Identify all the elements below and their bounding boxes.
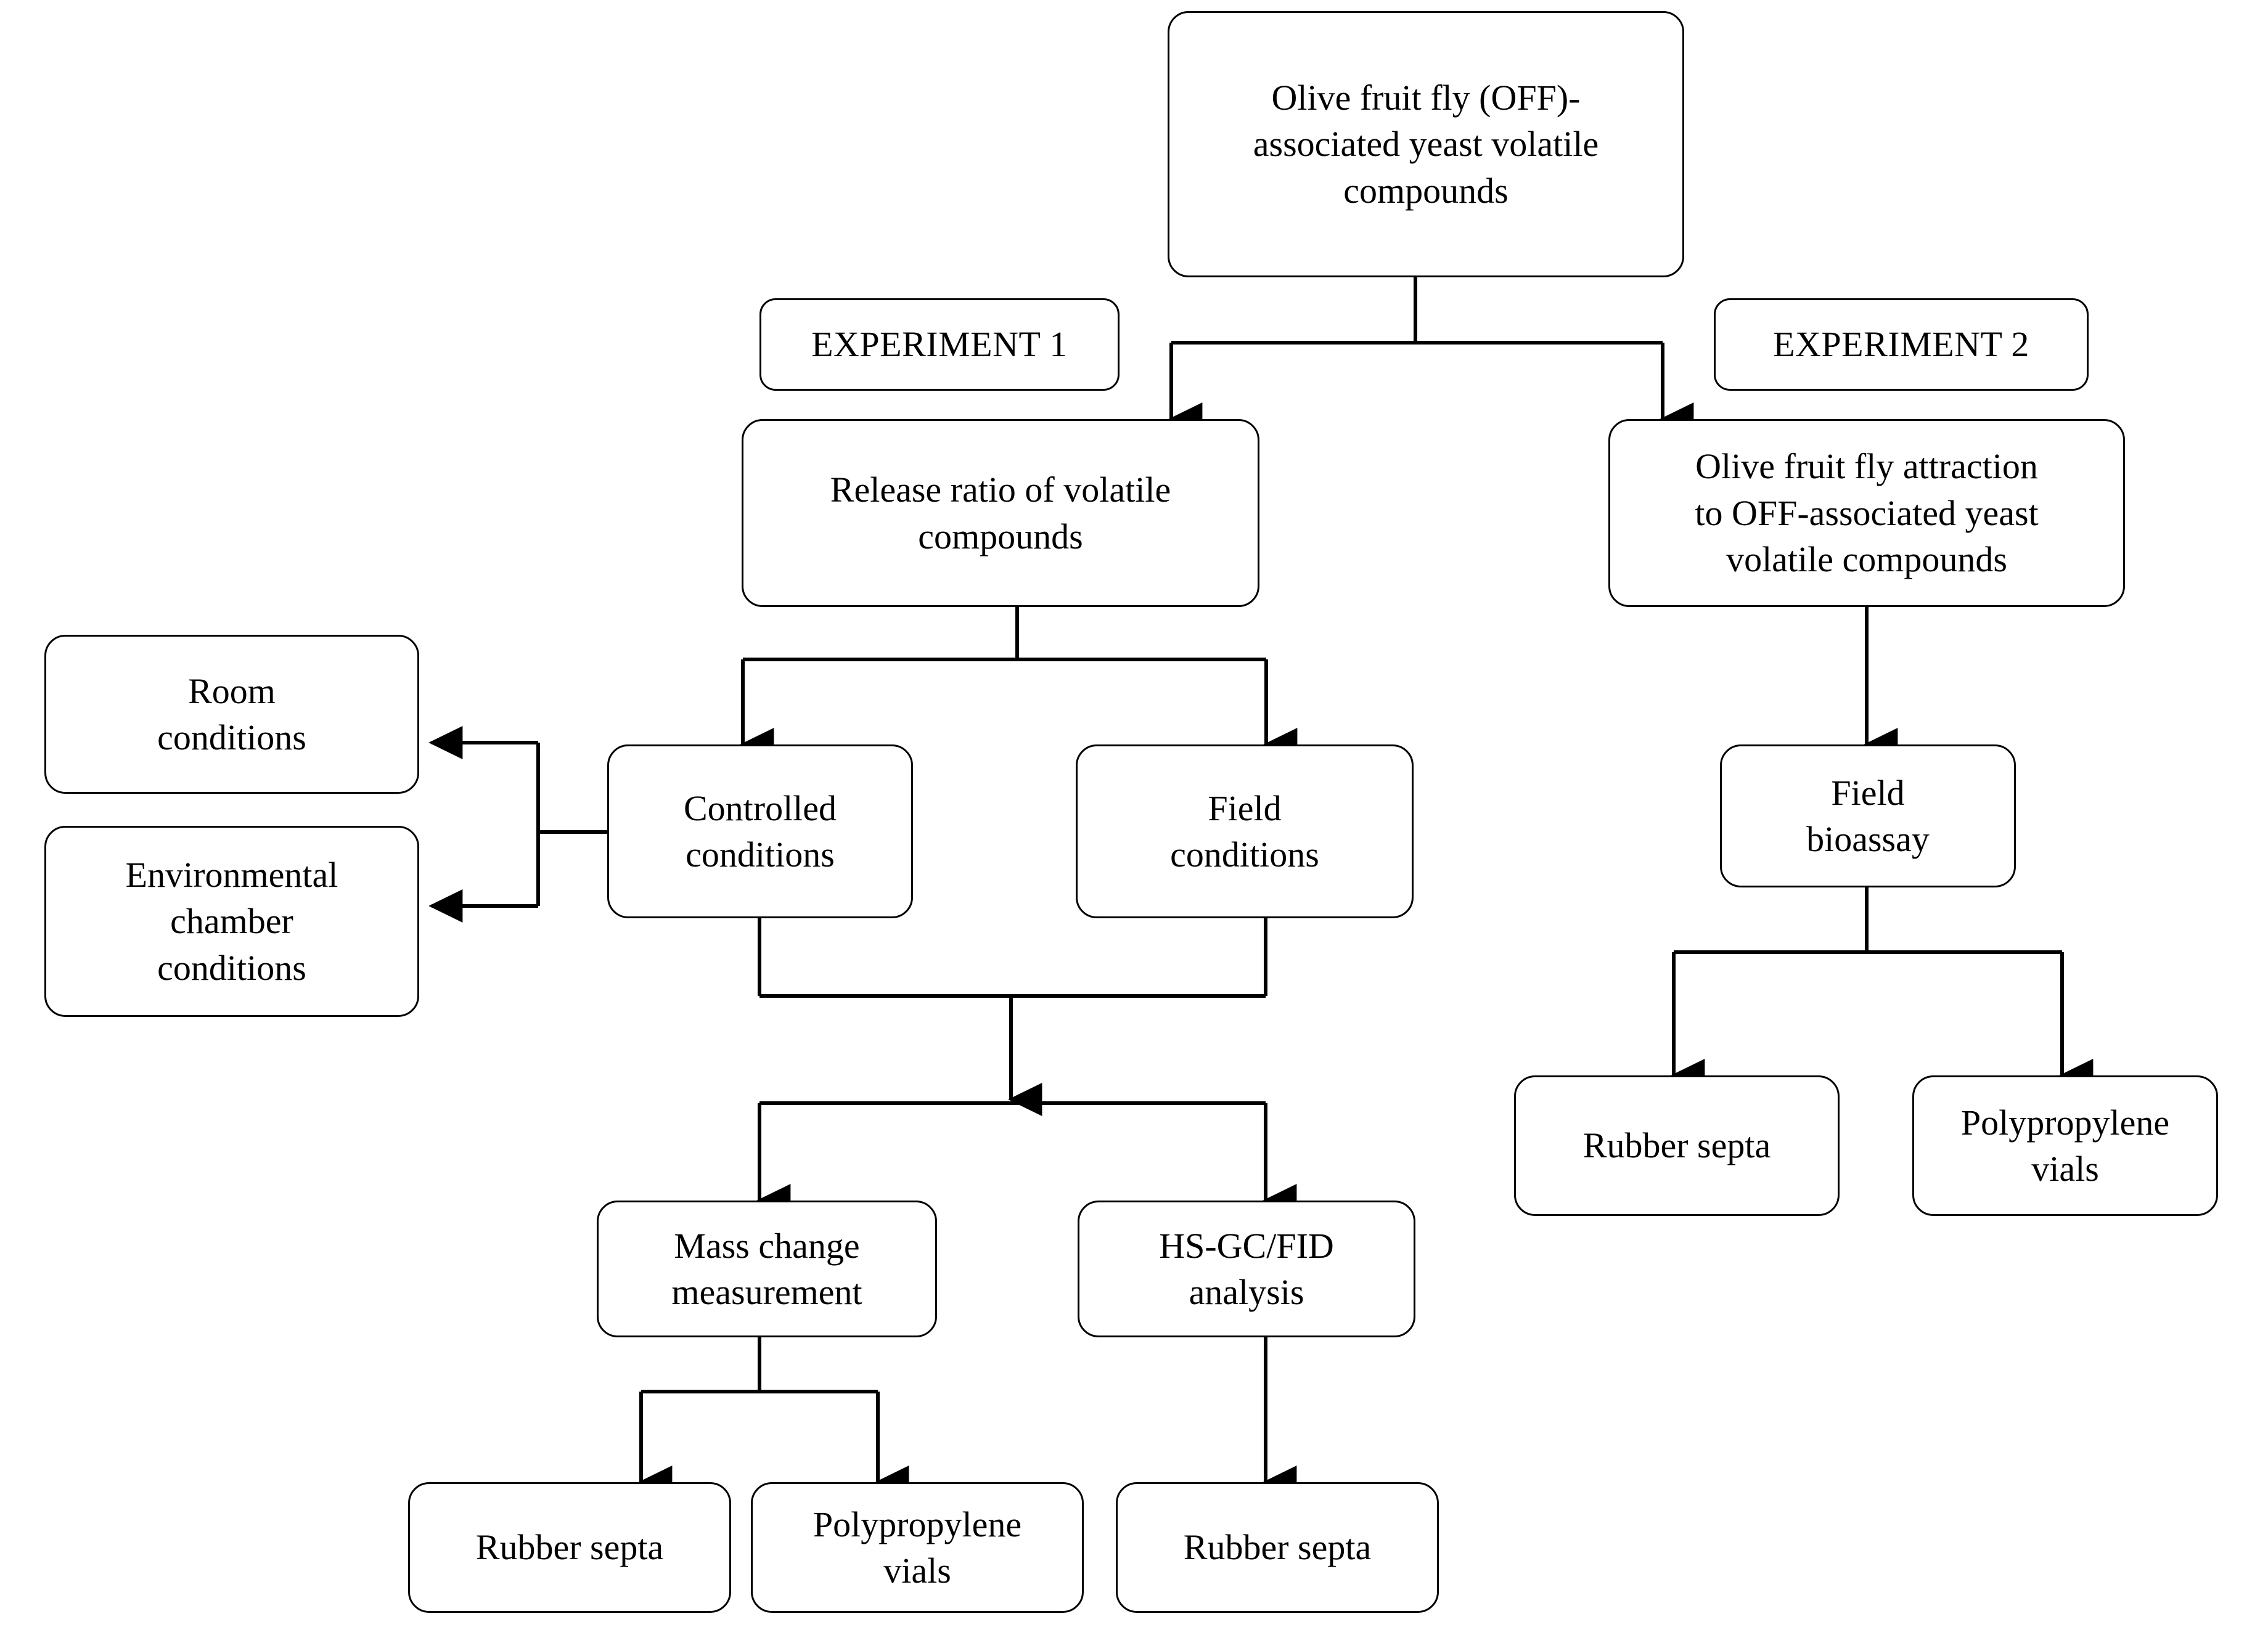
node-mass-rubber-septa-label: Rubber septa (475, 1527, 664, 1568)
node-controlled-conditions[interactable]: Controlled conditions (607, 744, 913, 918)
node-gc-rubber-septa-label: Rubber septa (1183, 1527, 1372, 1568)
node-room-conditions[interactable]: Room conditions (44, 635, 419, 794)
node-field-bioassay-label: Field bioassay (1806, 772, 1930, 859)
node-mass-change-label: Mass change measurement (671, 1225, 862, 1312)
tag-experiment-1[interactable]: EXPERIMENT 1 (759, 298, 1120, 391)
node-mass-poly-vials-label: Polypropylene vials (813, 1504, 1022, 1591)
node-root-label: Olive fruit fly (OFF)- associated yeast … (1253, 77, 1599, 211)
tag-experiment-2-label: EXPERIMENT 2 (1773, 324, 2029, 365)
node-release-ratio[interactable]: Release ratio of volatile compounds (742, 419, 1259, 607)
node-bioassay-rubber-septa-label: Rubber septa (1582, 1125, 1771, 1166)
tag-experiment-2[interactable]: EXPERIMENT 2 (1714, 298, 2089, 391)
node-field-conditions-label: Field conditions (1170, 788, 1319, 875)
node-env-chamber-conditions[interactable]: Environmental chamber conditions (44, 826, 419, 1017)
node-room-conditions-label: Room conditions (157, 671, 306, 757)
node-mass-poly-vials[interactable]: Polypropylene vials (751, 1482, 1084, 1613)
node-bioassay-poly-vials[interactable]: Polypropylene vials (1912, 1075, 2218, 1216)
node-env-chamber-conditions-label: Environmental chamber conditions (125, 854, 338, 988)
tag-experiment-1-label: EXPERIMENT 1 (811, 324, 1068, 365)
node-gc-rubber-septa[interactable]: Rubber septa (1116, 1482, 1439, 1613)
node-hs-gc-fid-label: HS-GC/FID analysis (1159, 1225, 1334, 1312)
node-release-ratio-label: Release ratio of volatile compounds (830, 470, 1171, 557)
node-controlled-conditions-label: Controlled conditions (683, 788, 837, 875)
node-mass-rubber-septa[interactable]: Rubber septa (408, 1482, 731, 1613)
node-bioassay-poly-vials-label: Polypropylene vials (1960, 1102, 2170, 1189)
node-field-bioassay[interactable]: Field bioassay (1720, 744, 2016, 887)
node-bioassay-rubber-septa[interactable]: Rubber septa (1514, 1075, 1840, 1216)
node-root[interactable]: Olive fruit fly (OFF)- associated yeast … (1168, 11, 1684, 277)
node-hs-gc-fid[interactable]: HS-GC/FID analysis (1078, 1201, 1415, 1337)
node-field-conditions[interactable]: Field conditions (1076, 744, 1414, 918)
node-off-attraction-label: Olive fruit fly attraction to OFF-associ… (1695, 446, 2039, 580)
node-off-attraction[interactable]: Olive fruit fly attraction to OFF-associ… (1608, 419, 2125, 607)
node-mass-change[interactable]: Mass change measurement (597, 1201, 937, 1337)
